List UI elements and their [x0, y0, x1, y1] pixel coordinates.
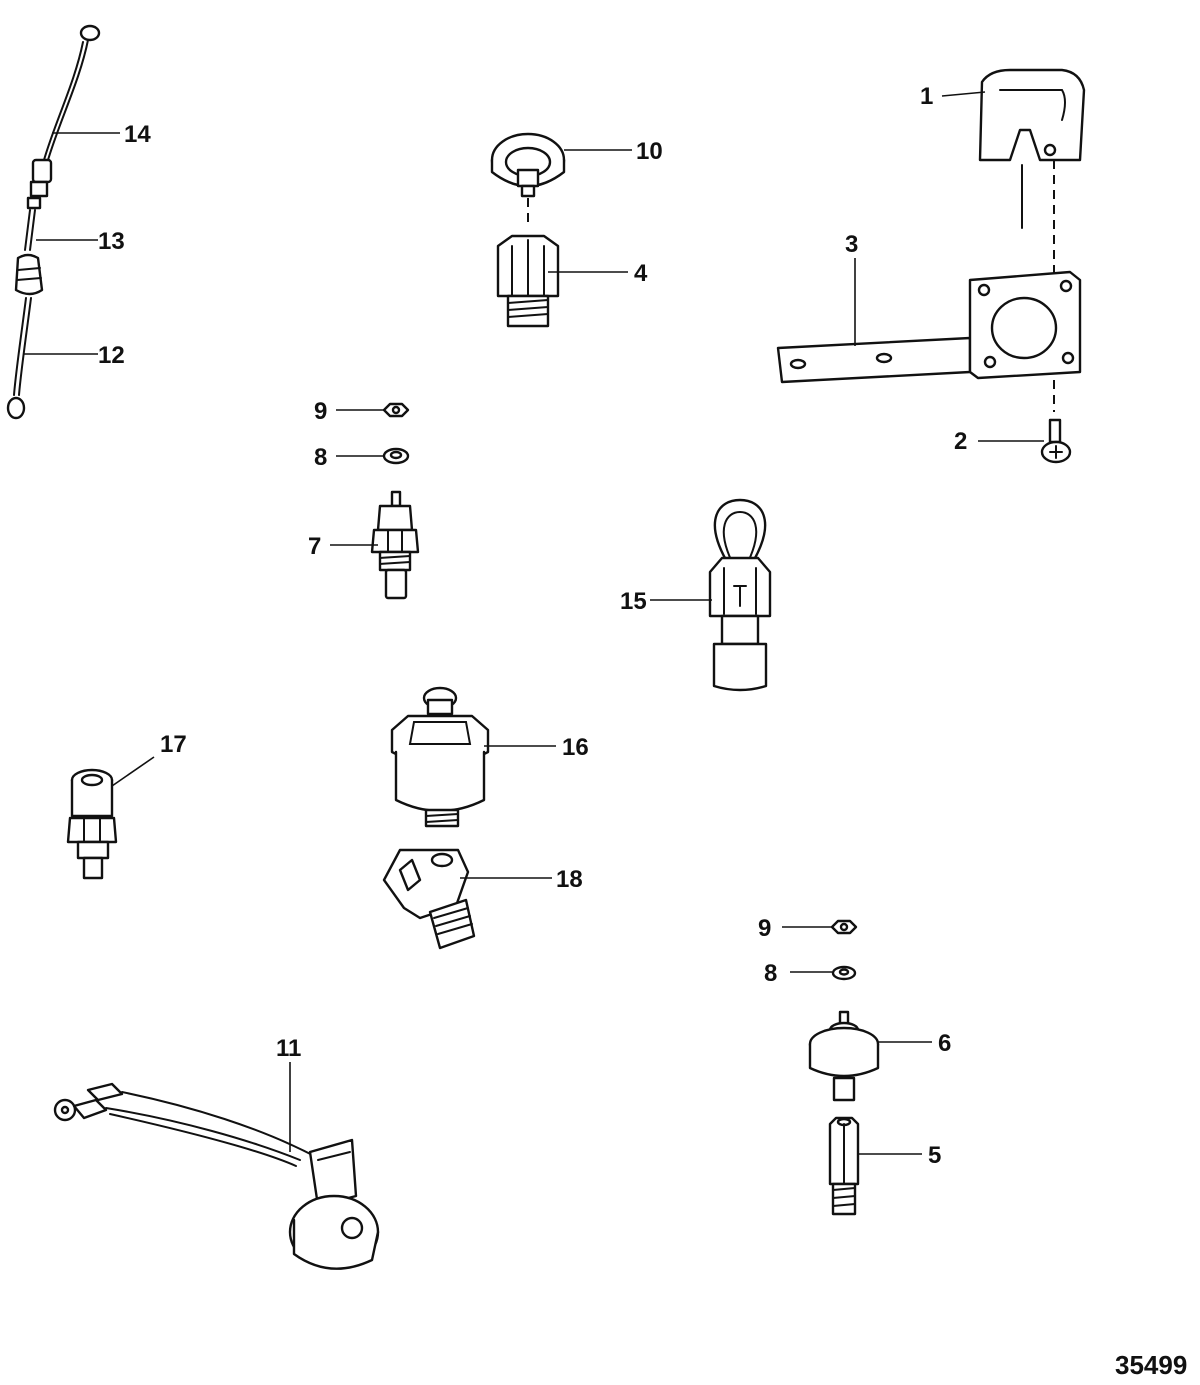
callout-8-upper: 8	[314, 444, 327, 471]
callout-9-upper: 9	[314, 398, 327, 425]
callout-3: 3	[845, 231, 858, 258]
lock-washer-lower	[831, 965, 857, 981]
callout-1: 1	[920, 83, 933, 110]
callout-17: 17	[160, 731, 187, 758]
adapter-fitting	[496, 234, 560, 328]
callout-18: 18	[556, 866, 583, 893]
knock-sensor	[390, 686, 490, 828]
mounting-bracket	[776, 270, 1082, 412]
lock-washer-upper	[382, 447, 410, 465]
callout-7: 7	[308, 533, 321, 560]
hex-nut-lower	[830, 919, 858, 935]
extension-fitting	[828, 1116, 860, 1216]
callout-15: 15	[620, 588, 647, 615]
callout-16: 16	[562, 734, 589, 761]
callout-5: 5	[928, 1142, 941, 1169]
temperature-sender	[370, 490, 420, 600]
callout-8-lower: 8	[764, 960, 777, 987]
callout-14: 14	[124, 121, 151, 148]
wire-harness-sensor	[53, 1082, 380, 1270]
pressure-sender	[490, 132, 566, 225]
callout-labels: 1 2 3 4 5 6 7 8 8 9 9 10 11 12 13 14 15 …	[98, 83, 967, 1169]
callout-13: 13	[98, 228, 125, 255]
figure-number: 35499	[1115, 1350, 1187, 1380]
connector-sensor	[708, 498, 772, 692]
callout-11: 11	[276, 1035, 301, 1062]
sensor-cable-assembly	[6, 24, 101, 420]
speed-sensor-fitting	[66, 768, 118, 880]
elbow-adapter	[382, 848, 476, 950]
screw	[1040, 418, 1072, 464]
hex-nut-upper	[382, 402, 410, 418]
oil-pressure-sender	[808, 1010, 880, 1102]
leader-lines	[24, 91, 1044, 1155]
callout-6: 6	[938, 1030, 951, 1057]
callout-2: 2	[954, 428, 967, 455]
retainer-clip	[978, 68, 1086, 285]
callout-10: 10	[636, 138, 663, 165]
callout-4: 4	[634, 260, 648, 287]
callout-9-lower: 9	[758, 915, 771, 942]
callout-12: 12	[98, 342, 125, 369]
